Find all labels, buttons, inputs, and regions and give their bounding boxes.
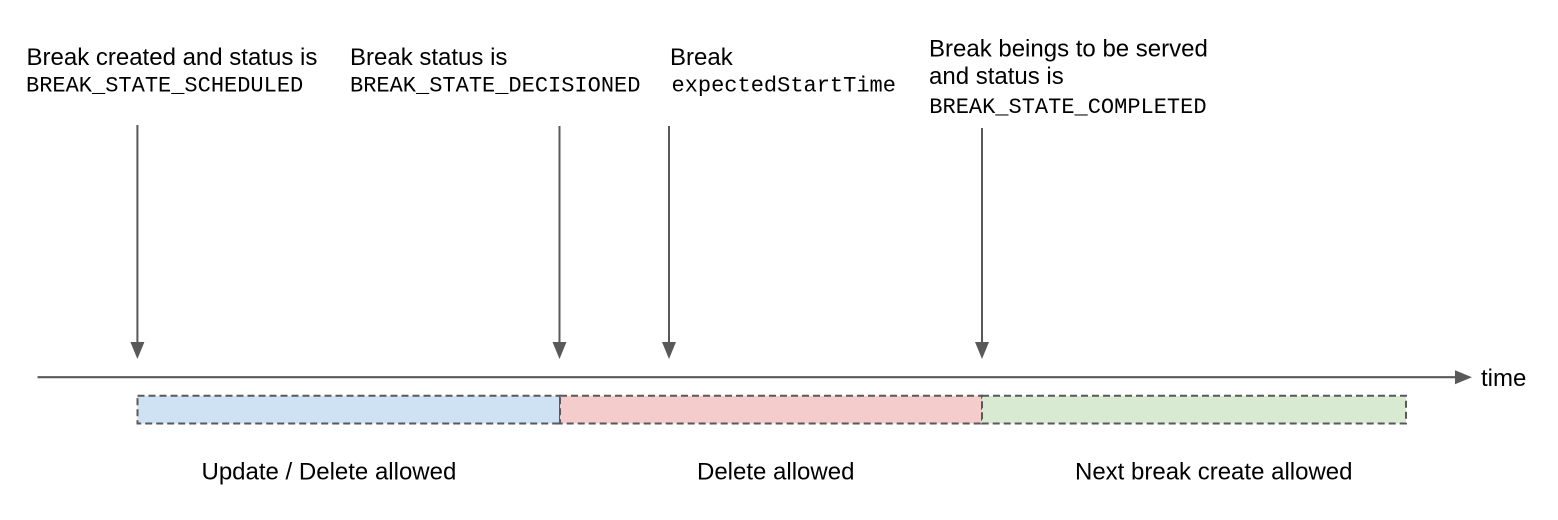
- svg-text:BREAK_STATE_DECISIONED: BREAK_STATE_DECISIONED: [350, 73, 640, 98]
- svg-text:and status is: and status is: [929, 63, 1064, 90]
- svg-text:Break: Break: [670, 44, 734, 71]
- svg-text:time: time: [1481, 365, 1526, 392]
- svg-text:Delete allowed: Delete allowed: [697, 459, 854, 486]
- svg-text:Break created and status is: Break created and status is: [27, 44, 318, 71]
- svg-text:BREAK_STATE_SCHEDULED: BREAK_STATE_SCHEDULED: [26, 73, 303, 98]
- svg-text:BREAK_STATE_COMPLETED: BREAK_STATE_COMPLETED: [929, 95, 1206, 120]
- svg-text:expectedStartTime: expectedStartTime: [672, 73, 896, 98]
- svg-text:Break status is: Break status is: [350, 44, 507, 71]
- svg-text:Break beings to be served: Break beings to be served: [929, 36, 1208, 63]
- svg-text:Update / Delete allowed: Update / Delete allowed: [202, 459, 457, 486]
- svg-text:Next break create allowed: Next break create allowed: [1075, 459, 1352, 486]
